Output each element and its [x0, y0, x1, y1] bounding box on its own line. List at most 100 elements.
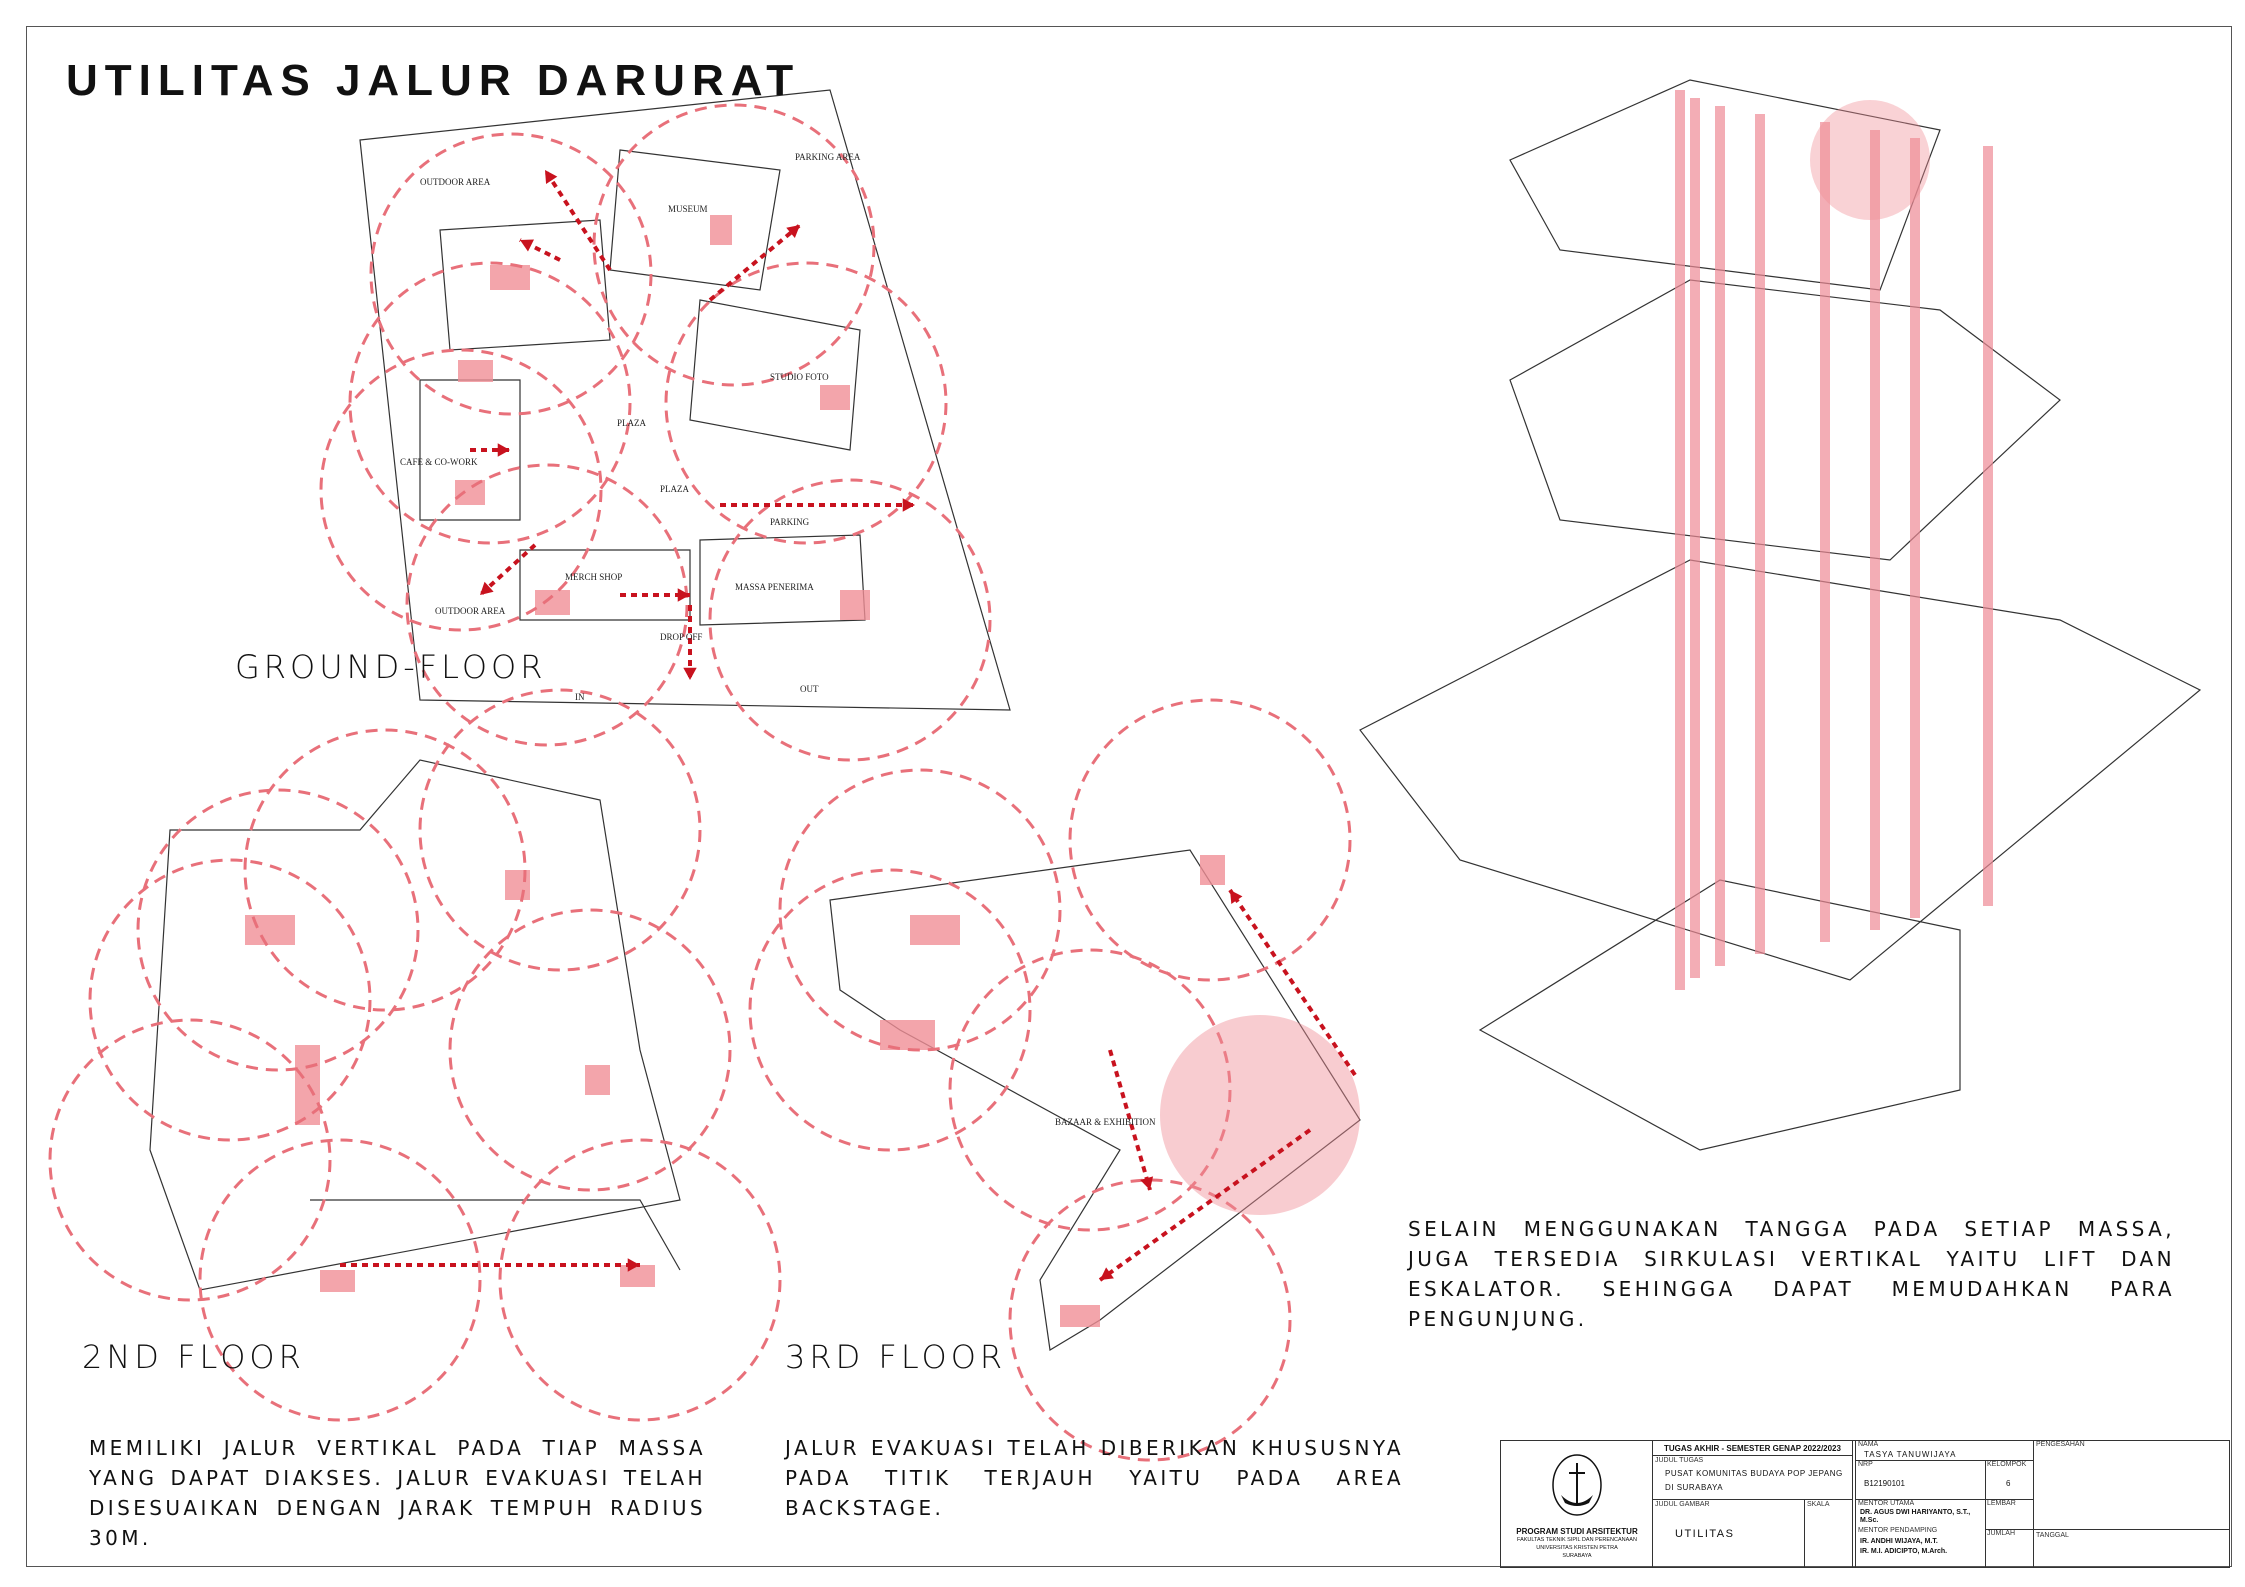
room-label: OUTDOOR AREA: [435, 606, 506, 616]
evacuation-radius-circle: [319, 348, 603, 632]
evacuation-route-arrow: [1228, 888, 1357, 1077]
evacuation-route-arrow: [543, 168, 612, 272]
arrow-head-icon: [1140, 1176, 1154, 1190]
evacuation-radius-circle: [243, 728, 527, 1012]
stair-core-fill: [585, 1065, 610, 1095]
evacuation-radius-circle: [348, 261, 632, 545]
evacuation-radius-circle: [1008, 1178, 1292, 1462]
nrp-label: NRP: [1858, 1461, 1873, 1468]
backstage-highlight: [1160, 1015, 1360, 1215]
arrow-head-icon: [545, 170, 558, 184]
title-block-header: TUGAS AKHIR - SEMESTER GENAP 2022/2023: [1653, 1441, 1853, 1456]
arrow-head-icon: [902, 498, 915, 512]
mentor-pendamping-label: MENTOR PENDAMPING: [1858, 1527, 1938, 1534]
nama-label: NAMA: [1858, 1441, 1879, 1448]
stair-core-fill: [620, 1265, 655, 1287]
judul-gambar-label: JUDUL GAMBAR: [1655, 1501, 1710, 1508]
evacuation-radius-circle: [48, 1018, 332, 1302]
stair-core-fill: [1200, 855, 1225, 885]
judul-gambar: UTILITAS: [1675, 1528, 1735, 1540]
kelompok-value: 6: [2006, 1479, 2011, 1488]
title-block-logo-cell: PROGRAM STUDI ARSITEKTUR FAKULTAS TEKNIK…: [1501, 1441, 1653, 1567]
iso-level-3: [1509, 279, 2061, 561]
evacuation-radius-circle: [418, 688, 702, 972]
evacuation-radius-circle: [778, 768, 1062, 1052]
second-floor-bridge: [310, 1199, 681, 1271]
evacuation-radius-circle: [405, 463, 689, 747]
skala-cell: SKALA: [1805, 1500, 1853, 1567]
universitas-text: UNIVERSITAS KRISTEN PETRA: [1536, 1545, 1618, 1551]
second-floor-description: MEMILIKI JALUR VERTIKAL PADA TIAP MASSA …: [89, 1436, 706, 1550]
kota-text: SURABAYA: [1562, 1553, 1592, 1559]
evacuation-radius-circle: [1068, 698, 1352, 982]
ground-floor-label: GROUND-FLOOR: [235, 648, 547, 686]
evacuation-radius-circle: [948, 948, 1232, 1232]
university-logo: [1552, 1454, 1602, 1516]
nama-value: TASYA TANUWIJAYA: [1864, 1450, 1957, 1459]
judul-tugas-line2: DI SURABAYA: [1665, 1483, 1724, 1492]
evacuation-radius-circle: [498, 1138, 782, 1422]
stair-core-fill: [1060, 1305, 1100, 1327]
room-label: CAFE & CO-WORK: [400, 457, 478, 467]
second-floor-label: 2ND FLOOR: [82, 1338, 305, 1376]
room-label: OUTDOOR AREA: [420, 177, 491, 187]
vertical-circulation-shaft: [1870, 130, 1880, 930]
stair-core-fill: [535, 590, 570, 615]
judul-gambar-cell: JUDUL GAMBAR UTILITAS: [1653, 1500, 1805, 1567]
room-label: MASSA PENERIMA: [735, 582, 814, 592]
poster-frame: [26, 26, 2232, 1567]
stair-core-fill: [320, 1270, 355, 1292]
vertical-circulation-shaft: [1910, 138, 1920, 918]
stair-core-fill: [820, 385, 850, 410]
mentor-cell: MENTOR UTAMA DR. AGUS DWI HARIYANTO, S.T…: [1855, 1500, 1985, 1567]
isometric-description: SELAIN MENGGUNAKAN TANGGA PADA SETIAP MA…: [1408, 1217, 2175, 1331]
mentor-utama: DR. AGUS DWI HARIYANTO, S.T., M.Sc.: [1860, 1509, 1971, 1524]
evacuation-radius-circle: [748, 868, 1032, 1152]
pengesahan-cell: PENGESAHAN: [2033, 1441, 2229, 1530]
skala-label: SKALA: [1807, 1501, 1830, 1508]
room-label: PLAZA: [617, 418, 647, 428]
mentor-pendamping-2: IR. M.I. ADICIPTO, M.Arch.: [1860, 1548, 1948, 1555]
vertical-circulation-shaft: [1715, 106, 1725, 966]
stair-core-fill: [458, 360, 493, 382]
evacuation-radius-circle: [708, 478, 992, 762]
arrow-head-icon: [627, 1258, 640, 1272]
lembar-cell: LEMBAR: [1985, 1500, 2033, 1530]
second-floor-plan: [149, 759, 681, 1291]
evacuation-route-arrow: [478, 543, 537, 597]
room-label: MERCH SHOP: [565, 572, 622, 582]
evacuation-radius-circle: [198, 1138, 482, 1422]
tanggal-label: TANGGAL: [2036, 1532, 2069, 1539]
stair-core-fill: [490, 265, 530, 290]
arrow-head-icon: [1100, 1267, 1114, 1280]
evacuation-route-arrow: [1108, 1049, 1152, 1191]
arrow-head-icon: [497, 443, 510, 457]
room-label: BAZAAR & EXHIBITION: [1055, 1117, 1156, 1127]
vertical-circulation-shaft: [1983, 146, 1993, 906]
nrp-cell: NRP B12190101: [1855, 1461, 1985, 1500]
judul-tugas-cell: JUDUL TUGAS PUSAT KOMUNITAS BUDAYA POP J…: [1653, 1456, 1853, 1500]
room-label: STUDIO FOTO: [770, 372, 829, 382]
prodi-text: PROGRAM STUDI ARSITEKTUR: [1516, 1527, 1638, 1536]
stair-core-fill: [710, 215, 732, 245]
room-label: MUSEUM: [668, 204, 708, 214]
stair-core-fill: [880, 1020, 935, 1050]
vertical-circulation-shaft: [1690, 98, 1700, 978]
page-title: UTILITAS JALUR DARURAT: [66, 56, 801, 105]
arrow-head-icon: [480, 581, 494, 595]
evacuation-radius-circle: [448, 908, 732, 1192]
judul-tugas-line1: PUSAT KOMUNITAS BUDAYA POP JEPANG: [1665, 1469, 1843, 1478]
kelompok-label: KELOMPOK: [1987, 1461, 2027, 1468]
nama-cell: NAMA TASYA TANUWIJAYA: [1855, 1441, 2033, 1461]
mentor-pendamping-1: IR. ANDHI WIJAYA, M.T.: [1860, 1538, 1938, 1545]
third-floor-label: 3RD FLOOR: [785, 1338, 1007, 1376]
room-label: OUT: [800, 684, 819, 694]
title-block: PROGRAM STUDI ARSITEKTUR FAKULTAS TEKNIK…: [1500, 1440, 2230, 1568]
third-floor-plan: [829, 849, 1361, 1351]
arrow-head-icon: [1230, 890, 1243, 904]
room-label: PLAZA: [660, 484, 690, 494]
third-floor-description: JALUR EVAKUASI TELAH DIBERIKAN KHUSUSNYA…: [785, 1436, 1404, 1520]
kelompok-cell: KELOMPOK 6: [1985, 1461, 2033, 1500]
jumlah-label: JUMLAH: [1987, 1530, 2016, 1537]
